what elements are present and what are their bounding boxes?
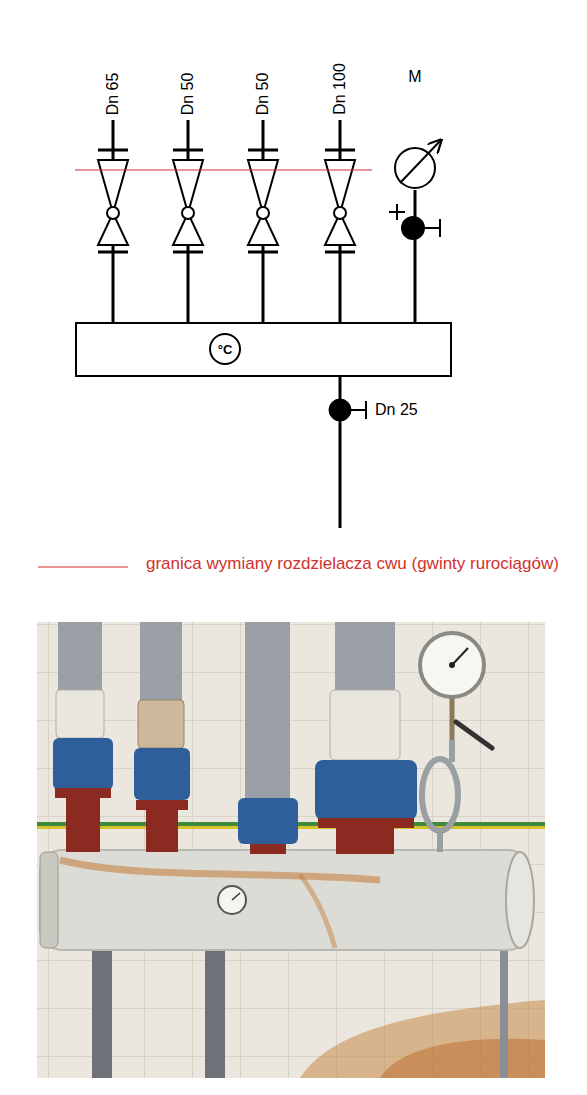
pipe-diameter: Dn 50: [179, 72, 197, 115]
pipe-diameter: Dn 25: [375, 401, 418, 419]
legend-line-sample: [38, 566, 128, 567]
manifold-box: °C: [75, 322, 452, 377]
manifold-photo: [37, 622, 545, 1078]
boundary-line: [75, 169, 372, 170]
gate-valve: [325, 120, 355, 322]
pipe-diameter: Dn 65: [104, 72, 122, 115]
inlet-pipe: [329, 377, 366, 528]
temperature-symbol: °C: [218, 342, 233, 357]
gauge-pipe: [414, 190, 417, 322]
outlet-pipes: [98, 120, 355, 322]
thermometer-symbol: [77, 324, 454, 379]
gate-valve: [248, 120, 278, 322]
gauge-symbol: [393, 146, 437, 190]
instrument-letter: M: [408, 68, 421, 86]
pipe-diameter: Dn 50: [254, 72, 272, 115]
gate-valve: [173, 120, 203, 322]
pressure-gauge: M: [393, 146, 437, 190]
pipe-diameter: Dn 100: [331, 63, 349, 115]
legend-text: granica wymiany rozdzielacza cwu (gwinty…: [146, 553, 566, 574]
gate-valve: [98, 120, 128, 322]
